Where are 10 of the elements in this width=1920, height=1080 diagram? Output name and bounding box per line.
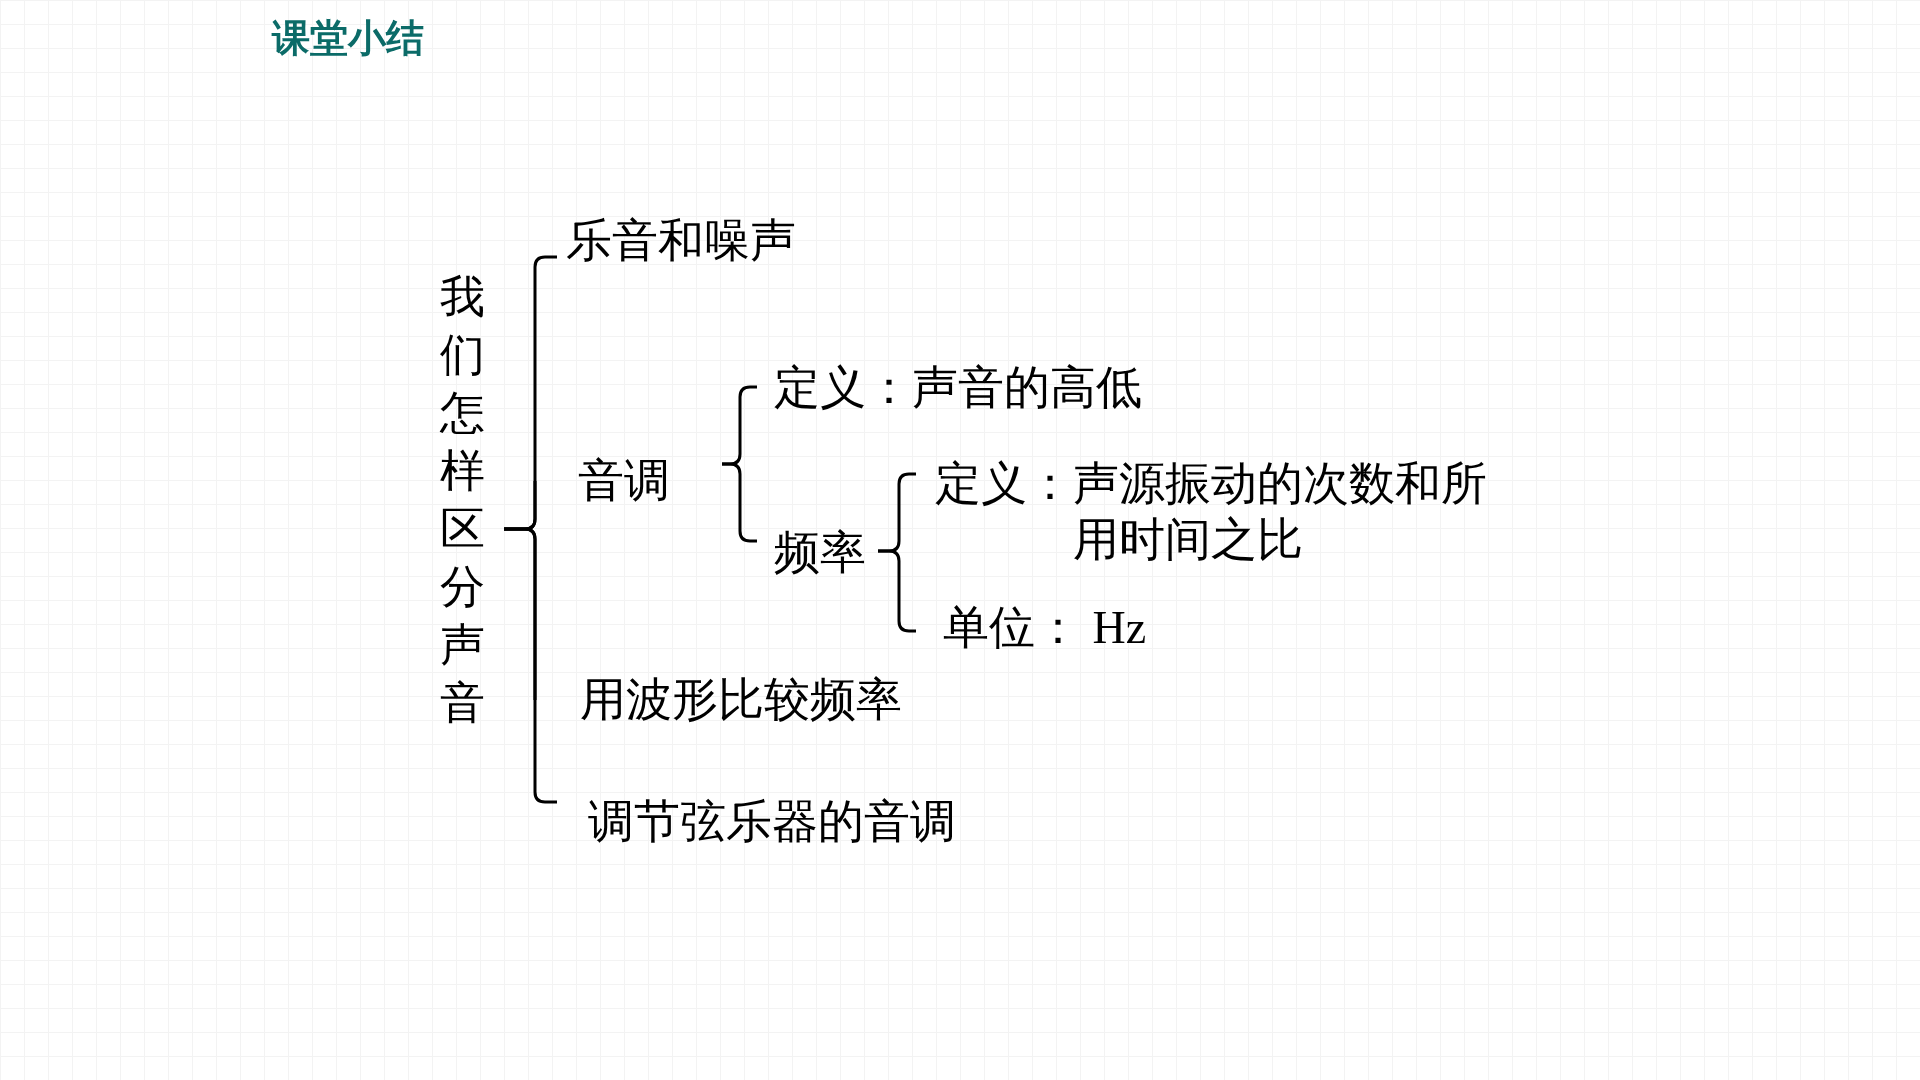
- topic-text: 用波形比较频率: [580, 672, 902, 728]
- topic-text: 定义：声音的高低: [774, 360, 1142, 416]
- topic-text: 频率: [774, 525, 866, 581]
- topic-text: 调节弦乐器的音调: [588, 794, 956, 850]
- vertical-text: 我们怎样区分声音: [440, 268, 485, 732]
- topic-text: 单位： Hz: [943, 600, 1147, 656]
- slide-title: 课堂小结: [272, 16, 424, 62]
- topic-text: 音调: [578, 453, 670, 509]
- topic-text: 定义：声源振动的次数和所用时间之比: [935, 456, 1501, 567]
- topic-text: 乐音和噪声: [566, 213, 796, 269]
